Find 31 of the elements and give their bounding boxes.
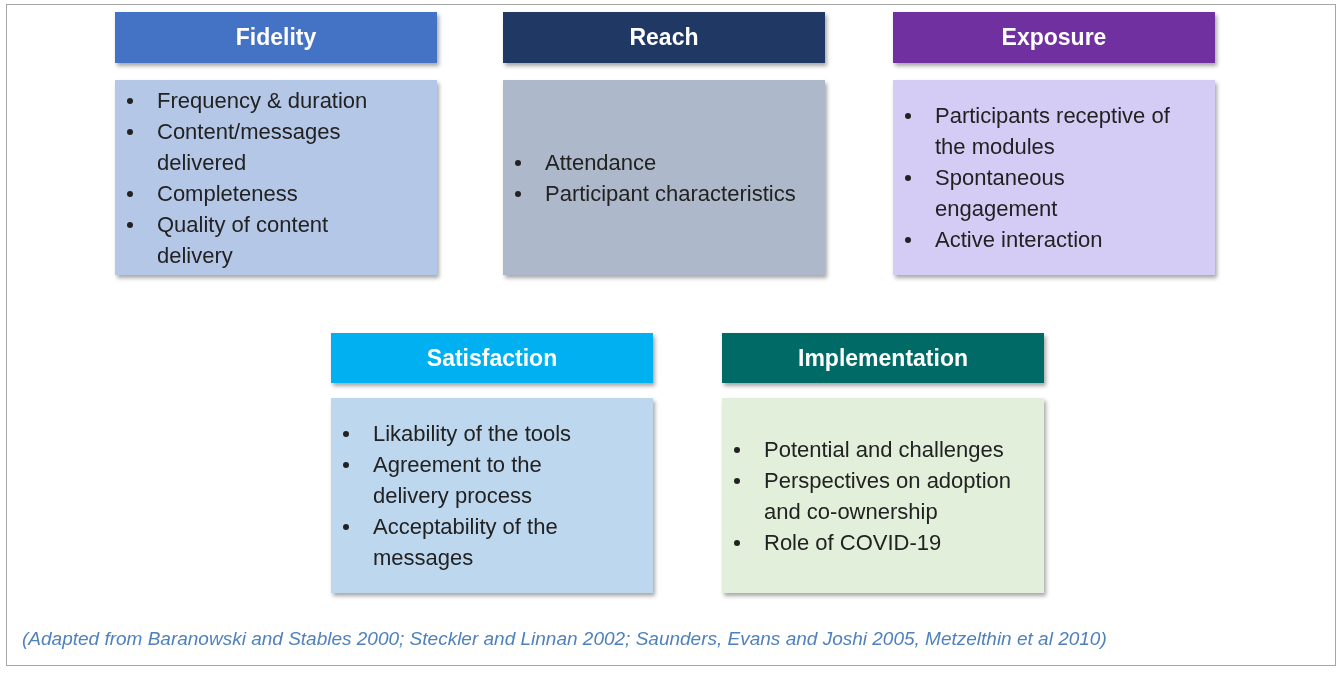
header-title: Fidelity	[235, 24, 317, 51]
header-banner	[331, 333, 653, 383]
bullet-item: Participant characteristics	[545, 179, 797, 208]
bullet-item: Completeness	[157, 179, 299, 208]
bullet-item: Role of COVID-19	[764, 528, 943, 557]
bullet-item: Potential and challenges	[764, 435, 1005, 464]
bullet-item: Participants receptive of the modules	[935, 102, 1171, 161]
header-title: Implementation	[798, 344, 968, 372]
bullet-list-panel	[503, 80, 825, 275]
bullet-item: Active interaction	[935, 226, 1104, 254]
bullet-item: Content/messages delivered	[157, 117, 342, 177]
bullet-item: Attendance	[545, 148, 658, 177]
bullet-list-panel	[722, 398, 1044, 593]
bullet-item: Acceptability of the messages	[373, 513, 559, 572]
header-banner	[115, 12, 437, 63]
caption: (Adapted from Baranowski and Stables 2000; Steckler and Linnan 2002; Saunders, Evans and Joshi 2005, Metzelthin et al 2010)	[22, 628, 1107, 650]
bullet-item: Frequency & duration	[157, 86, 369, 115]
header-title: Exposure	[1001, 24, 1107, 51]
bullet-item: Agreement to the delivery process	[373, 451, 543, 510]
bullet-item: Quality of content delivery	[157, 210, 330, 270]
header-title: Reach	[629, 24, 699, 51]
bullet-item: Perspectives on adoption and co-ownership	[764, 466, 1013, 526]
bullet-list-panel	[893, 80, 1215, 275]
header-banner	[893, 12, 1215, 63]
header-title: Satisfaction	[426, 344, 558, 372]
bullet-list-panel	[115, 80, 437, 275]
header-banner	[722, 333, 1044, 383]
header-banner	[503, 12, 825, 63]
bullet-list-panel	[331, 398, 653, 593]
bullet-item: Spontaneous engagement	[935, 164, 1066, 223]
bullet-item: Likability of the tools	[373, 420, 573, 448]
